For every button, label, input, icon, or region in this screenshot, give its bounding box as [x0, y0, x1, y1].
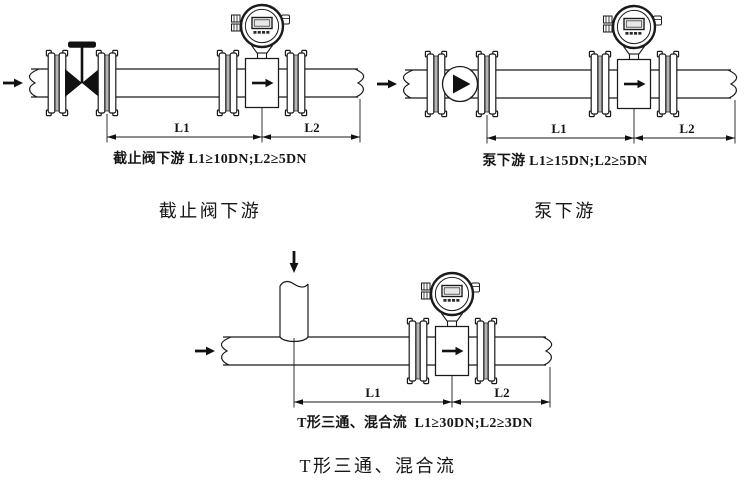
dim-label-l1: L1: [174, 120, 189, 135]
dimension-line: L1 L2: [106, 99, 361, 143]
branch-flow-arrow-icon: [289, 251, 299, 273]
dimension-line: L1 L2: [486, 100, 736, 144]
dim-label-l2: L2: [679, 121, 694, 136]
title-pump-downstream: 泵下游: [534, 201, 596, 221]
pipe: [220, 280, 553, 366]
dim-label-l1: L1: [365, 385, 380, 400]
dim-label-l2: L2: [494, 385, 509, 400]
flange-pair-icon: [475, 50, 499, 118]
flowmeter-icon: [589, 6, 678, 117]
diagram-pump-downstream: L1 L2: [375, 0, 738, 144]
branch-pipe: [279, 280, 309, 343]
diagram-tee-mixed-flow: L1 L2: [193, 251, 553, 408]
flange-pair-icon: [95, 49, 119, 117]
title-shutoff-valve-downstream: 截止阀下游: [158, 201, 262, 221]
title-tee-mixed-flow: T形三通、混合流: [299, 456, 457, 476]
inlet-flow-arrow-icon: [375, 78, 399, 90]
shutoff-valve-icon: [63, 40, 101, 99]
pump-icon: [441, 65, 479, 103]
flange-pair-icon: [45, 49, 69, 117]
dimension-line: L1 L2: [294, 367, 551, 408]
caption-pump-downstream: 泵下游 L1≥15DN;L2≥5DN: [482, 154, 648, 169]
dim-label-l2: L2: [304, 120, 319, 135]
diagram-shutoff-valve-downstream: L1 L2: [1, 0, 365, 143]
flowmeter-icon: [407, 273, 496, 384]
flowmeter-icon: [217, 5, 306, 116]
inlet-flow-arrow-icon: [1, 77, 25, 89]
inlet-flow-arrow-icon: [193, 345, 217, 357]
caption-shutoff-valve-downstream: 截止阀下游 L1≥10DN;L2≥5DN: [113, 152, 307, 167]
caption-tee-mixed-flow: T形三通、混合流 L1≥30DN;L2≥3DN: [297, 416, 533, 431]
dim-label-l1: L1: [551, 121, 566, 136]
